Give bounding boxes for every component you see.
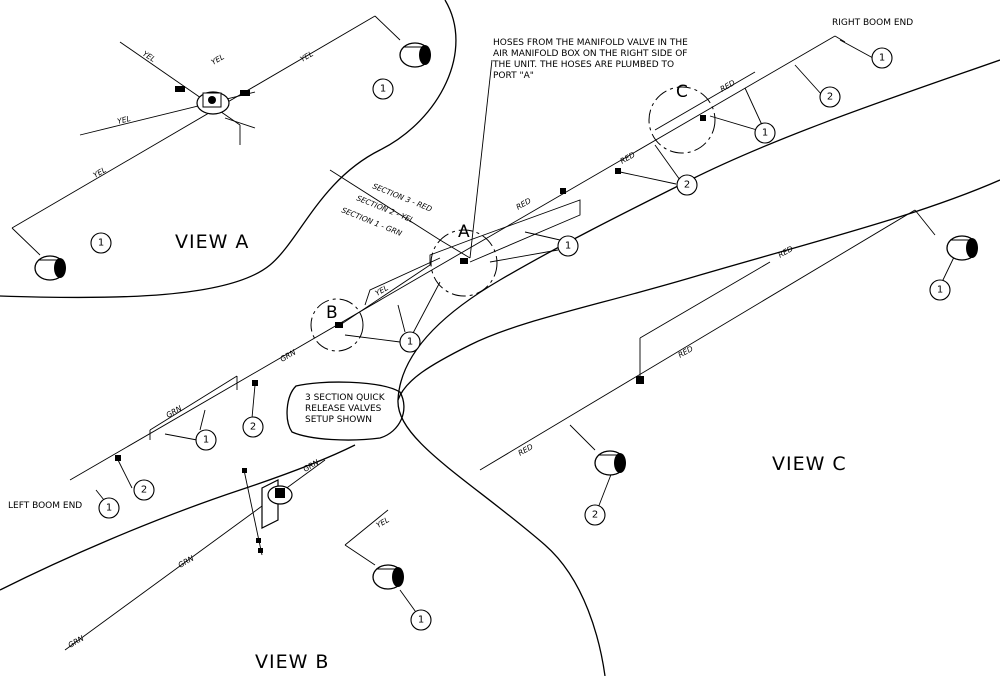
nozzle-body-view-c-left xyxy=(594,450,626,476)
balloon-detail-a-1: 1 xyxy=(557,235,579,257)
balloon-left-boom-end: 1 xyxy=(98,497,120,519)
balloon-right-boom-2: 2 xyxy=(819,86,841,108)
hose-label-red-3: RED xyxy=(515,196,533,212)
hose-label-red-1: RED xyxy=(719,78,737,94)
quick-release-note-line-1: 3 SECTION QUICK xyxy=(305,393,386,403)
callout-b: B xyxy=(326,303,338,323)
hose-label-yel-1: YEL xyxy=(141,49,157,64)
hose-label-yel-3: YEL xyxy=(116,114,131,126)
view-c-title: VIEW C xyxy=(772,453,847,475)
balloon-left-boom-2: 2 xyxy=(133,479,155,501)
view-b-title: VIEW B xyxy=(255,651,329,673)
hose-label-yel-4: YEL xyxy=(92,165,108,180)
quick-release-note-line-2: RELEASE VALVES xyxy=(305,404,382,414)
svg-text:2: 2 xyxy=(684,180,690,191)
hose-label-grn-3: GRN xyxy=(302,457,321,473)
quick-release-note: 3 SECTION QUICK RELEASE VALVES SETUP SHO… xyxy=(305,393,386,425)
svg-text:1: 1 xyxy=(407,337,413,348)
svg-text:2: 2 xyxy=(250,422,256,433)
right-boom-end-label: RIGHT BOOM END xyxy=(832,18,913,28)
view-b-boundary xyxy=(0,444,356,591)
svg-text:1: 1 xyxy=(879,53,885,64)
view-a-manifold-block xyxy=(175,86,250,115)
balloon-detail-b-1: 1 xyxy=(399,331,421,353)
hose-label-yel-5: YEL xyxy=(299,49,315,64)
svg-text:1: 1 xyxy=(418,615,424,626)
hose-label-grn-2: GRN xyxy=(165,403,184,419)
nozzle-body-view-a-left xyxy=(34,255,66,281)
view-a-boundary xyxy=(0,0,457,299)
svg-text:1: 1 xyxy=(937,285,943,296)
svg-text:1: 1 xyxy=(565,241,571,252)
balloon-detail-c-1: 1 xyxy=(754,122,776,144)
svg-text:2: 2 xyxy=(592,510,598,521)
main-boom-leaders xyxy=(95,39,874,506)
view-c-hoses xyxy=(479,209,956,509)
balloon-view-a-right: 1 xyxy=(372,78,394,100)
nozzle-body-view-c-right xyxy=(946,235,978,261)
quick-release-note-box xyxy=(286,381,405,441)
hose-label-red-4: RED xyxy=(777,244,795,260)
hose-label-grn-4: GRN xyxy=(177,553,196,569)
left-boom-end-label: LEFT BOOM END xyxy=(8,501,82,511)
hose-color-labels: YEL YEL YEL YEL YEL RED RED RED RED RED … xyxy=(67,49,795,650)
detail-circle-a xyxy=(430,229,498,297)
svg-text:1: 1 xyxy=(98,238,104,249)
callout-a: A xyxy=(458,222,470,242)
nozzle-body-view-a-right xyxy=(399,42,431,68)
balloon-view-b: 1 xyxy=(410,609,432,631)
hose-label-red-6: RED xyxy=(517,442,535,458)
balloon-main-boom-2: 2 xyxy=(242,416,264,438)
hoses-note-line-4: PORT "A" xyxy=(493,71,534,81)
hoses-note-line-2: AIR MANIFOLD BOX ON THE RIGHT SIDE OF xyxy=(493,49,687,59)
view-a-title: VIEW A xyxy=(175,231,249,253)
balloon-view-a-left: 1 xyxy=(90,232,112,254)
svg-text:1: 1 xyxy=(203,435,209,446)
svg-text:2: 2 xyxy=(141,485,147,496)
hose-label-yel-2: YEL xyxy=(210,52,226,67)
hose-label-grn-5: GRN xyxy=(67,633,86,649)
view-b-hoses xyxy=(64,459,419,651)
balloon-view-c-left: 2 xyxy=(584,504,606,526)
hose-label-red-5: RED xyxy=(677,344,695,360)
main-boom-fittings xyxy=(115,115,706,461)
svg-text:1: 1 xyxy=(106,503,112,514)
view-c-boundary-upper xyxy=(397,59,1000,676)
main-boom-line xyxy=(69,35,846,481)
hoses-note-line-1: HOSES FROM THE MANIFOLD VALVE IN THE xyxy=(493,38,688,48)
detail-circle-c xyxy=(648,86,716,154)
nozzle-body-view-b xyxy=(372,564,404,590)
detail-circle-b xyxy=(310,298,364,352)
svg-text:1: 1 xyxy=(762,128,768,139)
balloon-main-boom-1: 1 xyxy=(195,429,217,451)
hose-label-yel-7: YEL xyxy=(375,515,391,530)
callout-c: C xyxy=(676,82,688,102)
quick-release-note-line-3: SETUP SHOWN xyxy=(305,415,372,425)
svg-text:2: 2 xyxy=(827,92,833,103)
svg-text:1: 1 xyxy=(380,84,386,95)
view-a-hoses xyxy=(11,15,401,256)
balloon-detail-c-2: 2 xyxy=(676,174,698,196)
hoses-note-line-3: THE UNIT. THE HOSES ARE PLUMBED TO xyxy=(492,60,674,70)
view-c-boundary-lower xyxy=(397,179,1000,401)
balloon-view-c-right: 1 xyxy=(929,279,951,301)
balloon-right-boom-end: 1 xyxy=(871,47,893,69)
view-b-bracket xyxy=(242,468,293,553)
hoses-note: HOSES FROM THE MANIFOLD VALVE IN THE AIR… xyxy=(492,38,688,81)
